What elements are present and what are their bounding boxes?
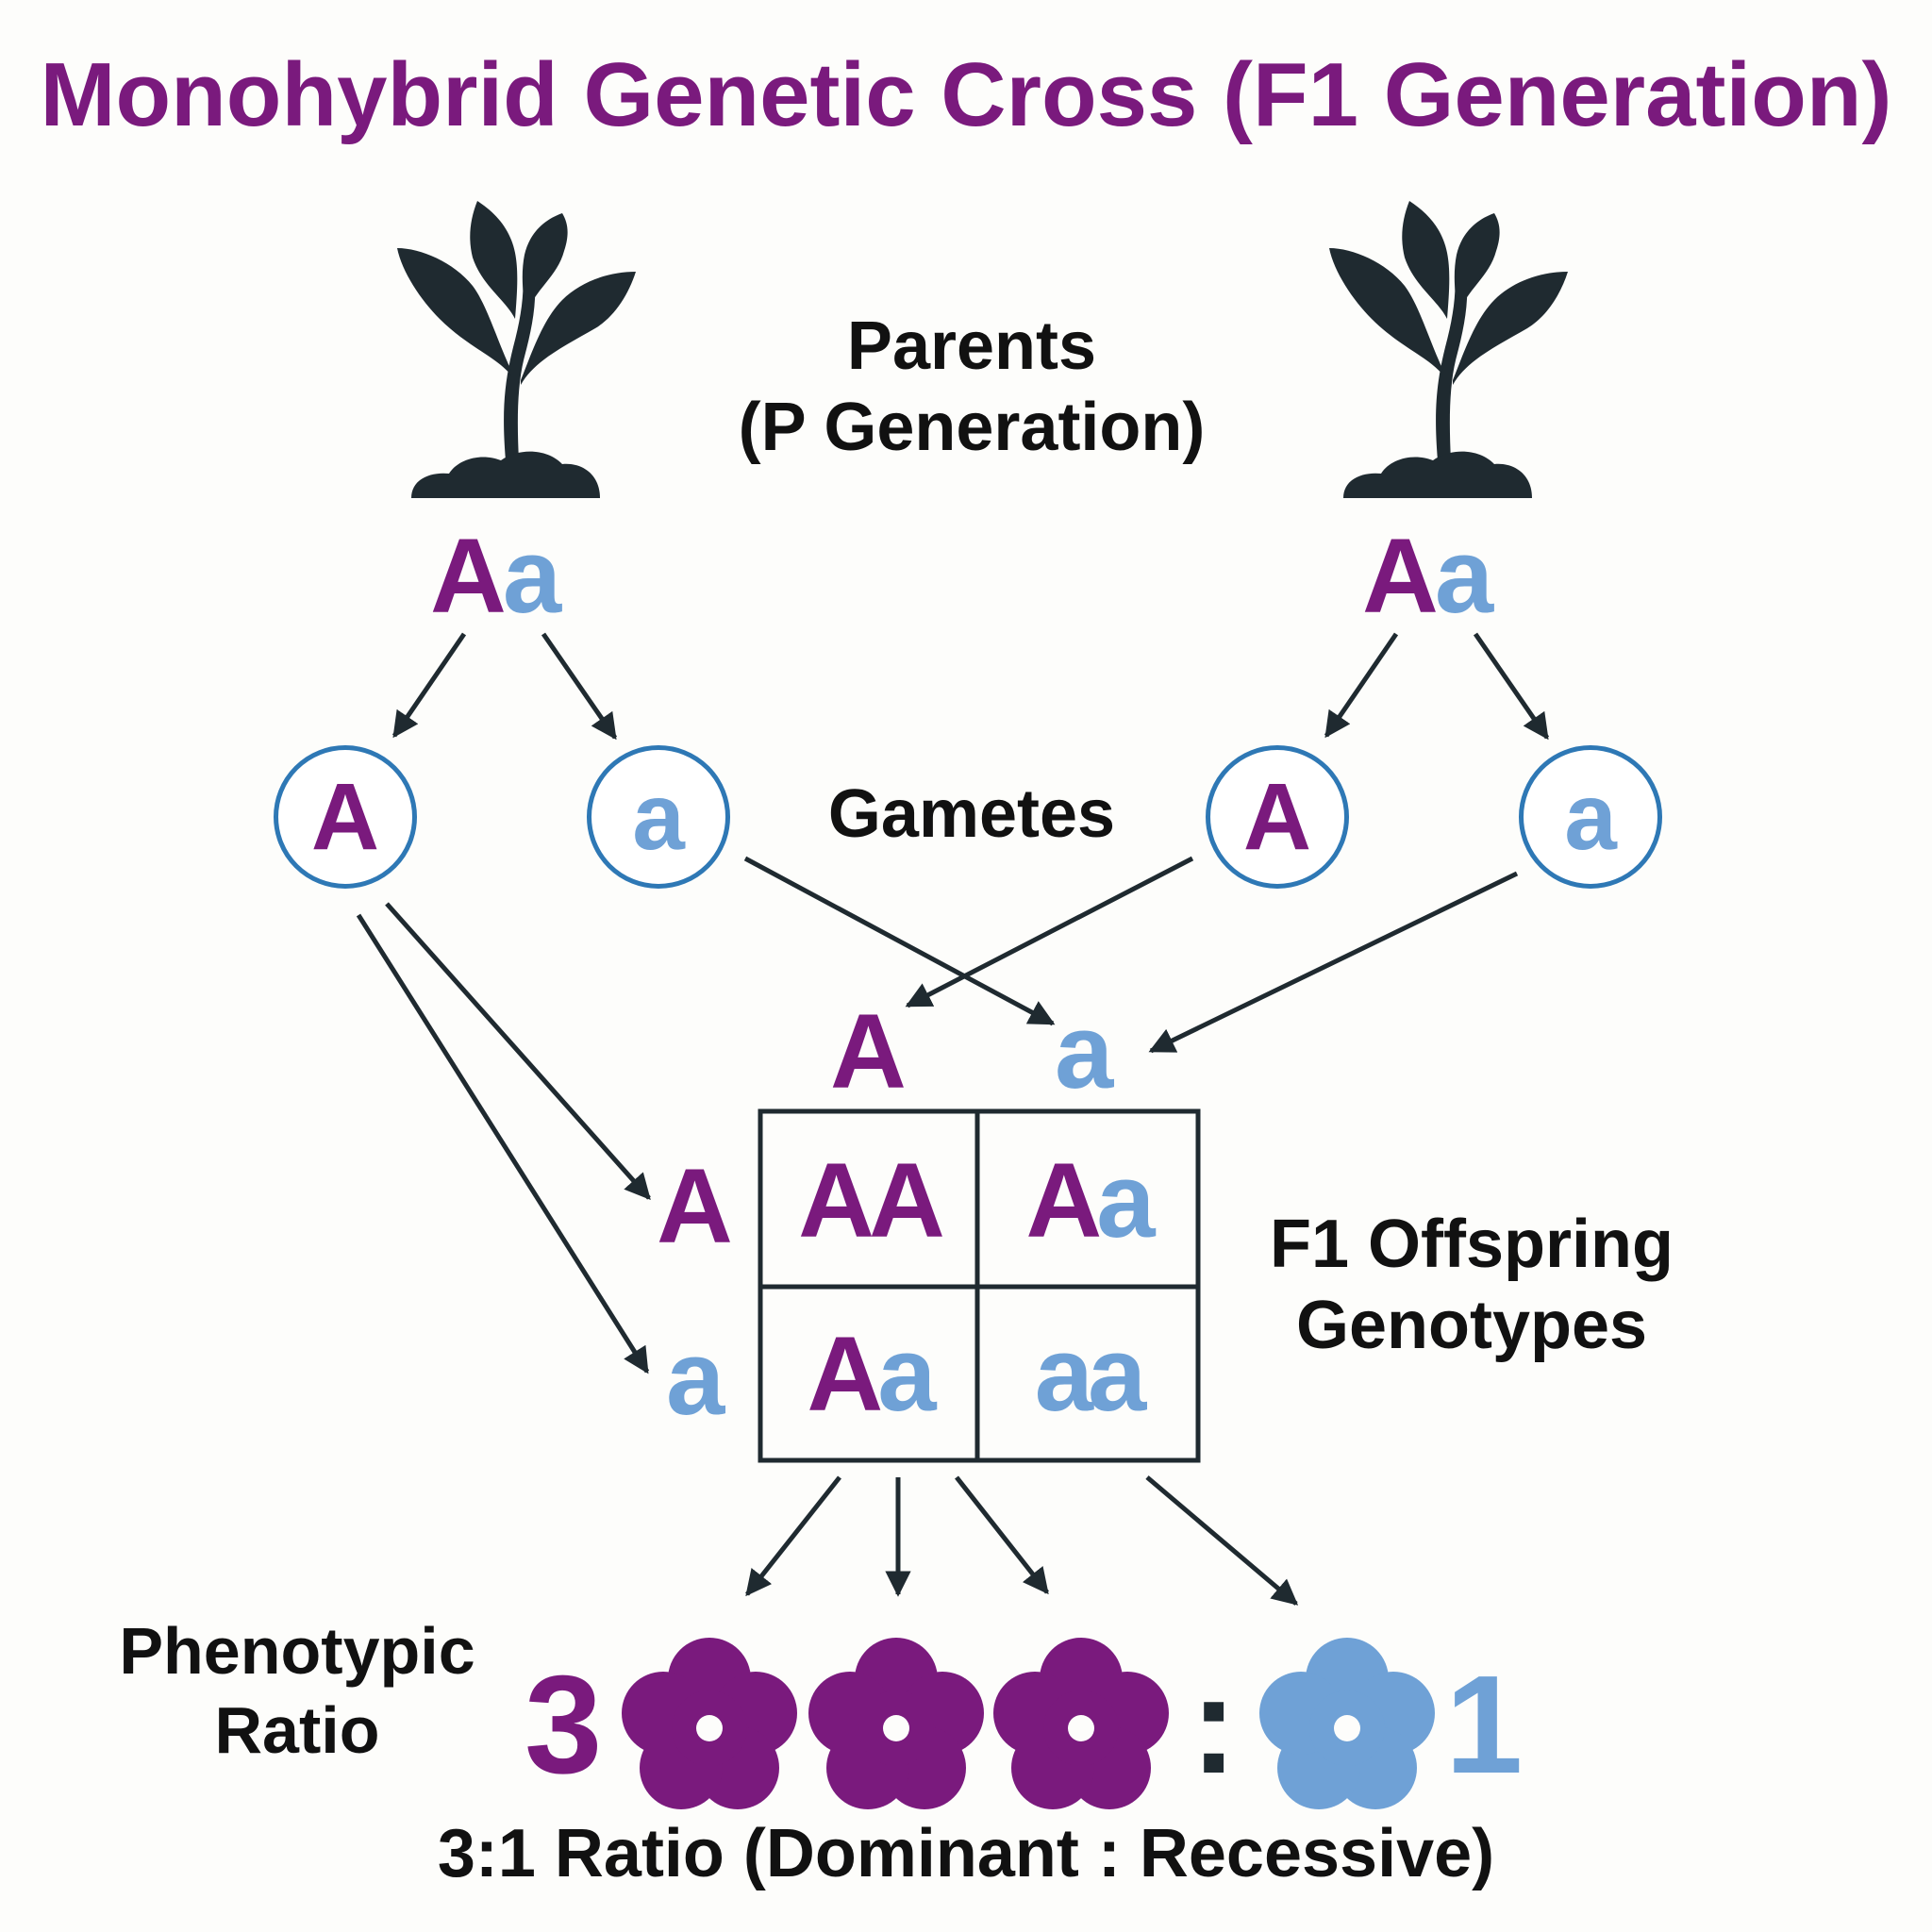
gametes-label: Gametes <box>827 776 1116 852</box>
left-parent-genotype: Aa <box>430 515 561 637</box>
punnett-cell: AA <box>760 1140 977 1261</box>
recessive-count: 1 <box>1445 1647 1524 1803</box>
punnett-col-header: A <box>830 992 907 1110</box>
parents-label: Parents (P Generation) <box>698 306 1245 469</box>
gamete-circle-a: a <box>1519 745 1662 889</box>
purple-flower-icon <box>622 1638 797 1809</box>
allele-dominant: A <box>869 1141 945 1259</box>
arrow-right-parent-to-gamete-A <box>1324 632 1399 739</box>
punnett-cell: aa <box>977 1313 1198 1435</box>
purple-flower-icon <box>808 1638 984 1809</box>
phenotypic-ratio-label-line1: Phenotypic <box>119 1614 475 1688</box>
gamete-circle-A: A <box>274 745 417 889</box>
arrow-cell-to-flower-3 <box>955 1475 1049 1595</box>
allele-recessive: a <box>1096 1141 1155 1259</box>
punnett-col-header: a <box>1055 992 1114 1110</box>
ratio-caption: 3:1 Ratio (Dominant : Recessive) <box>437 1816 1495 1891</box>
gamete-circle-A: A <box>1206 745 1349 889</box>
allele-dominant: A <box>807 1315 883 1433</box>
punnett-row-header: a <box>666 1319 725 1437</box>
arrow-right-parent-to-gamete-a <box>1473 632 1550 741</box>
parents-label-line2: (P Generation) <box>738 390 1206 466</box>
allele-dominant: A <box>798 1141 874 1259</box>
punnett-cell: Aa <box>977 1140 1198 1261</box>
arrow-cell-to-flower-1 <box>745 1475 841 1597</box>
punnett-cell: Aa <box>760 1313 977 1435</box>
diagram-title: Monohybrid Genetic Cross (F1 Generation) <box>40 44 1892 145</box>
arrow-gamete-left-A-to-row-a <box>356 913 650 1374</box>
punnett-square-grid <box>758 1108 1201 1463</box>
arrow-gamete-left-A-to-row-A <box>385 902 651 1201</box>
ratio-separator: : <box>1191 1647 1238 1803</box>
allele-recessive: a <box>1088 1315 1146 1433</box>
allele-recessive: a <box>1434 517 1493 635</box>
gamete-circle-a: a <box>587 745 730 889</box>
right-parent-plant-icon <box>1329 201 1568 498</box>
phenotypic-ratio-label-line2: Ratio <box>214 1693 380 1767</box>
arrow-gamete-right-a-to-col-a <box>1148 871 1519 1054</box>
f1-offspring-label: F1 Offspring Genotypes <box>1226 1204 1717 1367</box>
phenotypic-ratio-label: Phenotypic Ratio <box>94 1611 500 1770</box>
allele-dominant: A <box>430 517 507 635</box>
arrow-left-parent-to-gamete-A <box>391 632 467 739</box>
parents-label-line1: Parents <box>846 308 1097 384</box>
arrow-gamete-right-A-to-col-A <box>905 856 1194 1008</box>
allele-dominant: A <box>1025 1141 1102 1259</box>
blue-flower-icon <box>1259 1638 1435 1809</box>
allele-dominant: A <box>1362 517 1439 635</box>
arrow-left-parent-to-gamete-a <box>541 632 618 741</box>
punnett-row-header: A <box>657 1147 733 1265</box>
f1-offspring-label-line2: Genotypes <box>1295 1288 1648 1364</box>
allele-recessive: a <box>1034 1315 1093 1433</box>
allele-recessive: a <box>502 517 561 635</box>
arrow-cell-to-flower-4 <box>1145 1475 1299 1606</box>
right-parent-genotype: Aa <box>1362 515 1493 637</box>
allele-recessive: a <box>877 1315 936 1433</box>
f1-offspring-label-line1: F1 Offspring <box>1270 1207 1674 1282</box>
left-parent-plant-icon <box>397 201 636 498</box>
dominant-count: 3 <box>525 1647 603 1803</box>
purple-flower-icon <box>993 1638 1169 1809</box>
arrow-gamete-left-a-to-col-a <box>743 856 1056 1026</box>
